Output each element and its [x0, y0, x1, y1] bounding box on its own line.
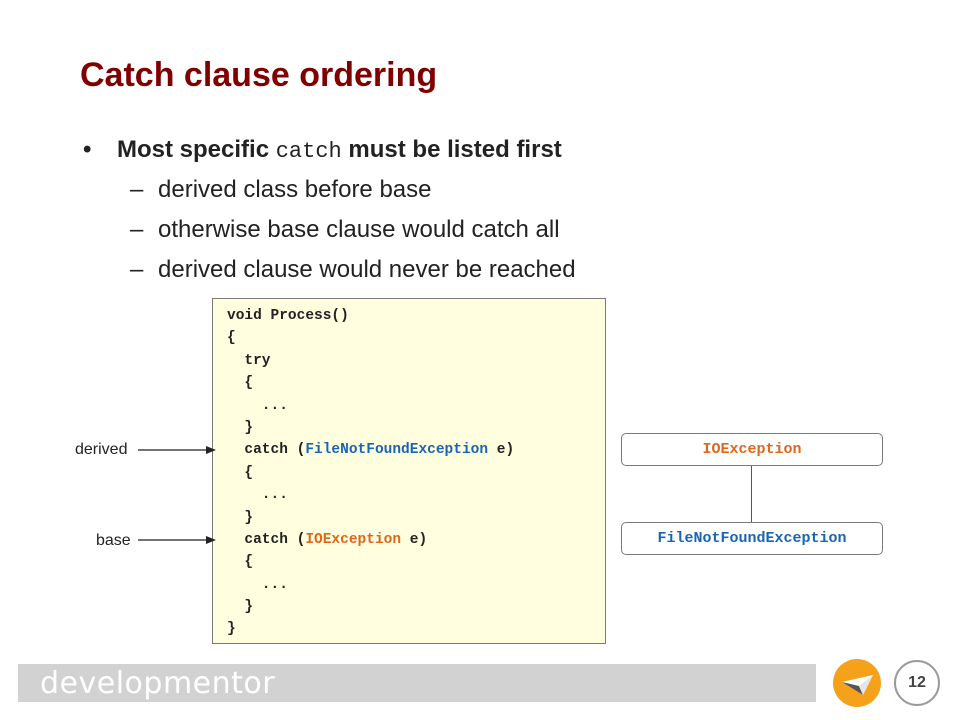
code-token: ...: [227, 397, 288, 414]
code-token: try: [227, 352, 271, 369]
code-lines: void Process(){ try { ... } catch (FileN…: [227, 305, 514, 641]
code-line: catch (IOException e): [227, 529, 514, 551]
sub-bullet-marker: –: [130, 256, 144, 283]
ioexception-box: IOException: [621, 433, 883, 466]
inheritance-line: [751, 466, 752, 522]
main-bullet-text: Most specific catch must be listed first: [117, 136, 562, 164]
code-line: }: [227, 618, 514, 640]
code-line: ...: [227, 395, 514, 417]
code-token: void Process(): [227, 308, 349, 324]
code-line: {: [227, 372, 514, 394]
bullet-text-before: Most specific: [117, 136, 276, 163]
code-token: e): [401, 531, 428, 548]
code-token: {: [227, 554, 254, 571]
code-token: {: [227, 464, 254, 481]
base-arrow-icon: [138, 536, 216, 544]
bullet-marker: •: [83, 136, 92, 163]
code-token: catch (: [227, 442, 306, 459]
code-token: }: [227, 419, 254, 436]
sub-bullet-marker: –: [130, 176, 144, 203]
sub-bullet-text: derived class before base: [158, 176, 432, 203]
footer-bar: developmentor: [18, 664, 816, 702]
paper-plane-glyph: [842, 675, 873, 695]
base-label: base: [96, 532, 131, 549]
code-line: }: [227, 596, 514, 618]
code-token: ...: [227, 487, 288, 504]
bullet-text-after: must be listed first: [341, 136, 562, 163]
filenotfoundexception-box: FileNotFoundException: [621, 522, 883, 555]
code-line: ...: [227, 484, 514, 506]
sub-bullet-text: otherwise base clause would catch all: [158, 216, 560, 243]
code-line: {: [227, 551, 514, 573]
code-line: {: [227, 327, 514, 349]
sub-bullet-marker: –: [130, 216, 144, 243]
sub-bullet: –derived clause would never be reached: [130, 256, 576, 284]
code-line: void Process(): [227, 305, 514, 327]
code-line: catch (FileNotFoundException e): [227, 439, 514, 461]
code-token: IOException: [305, 531, 402, 548]
paper-plane-icon: [833, 659, 881, 707]
code-line: {: [227, 462, 514, 484]
code-block: void Process(){ try { ... } catch (FileN…: [212, 298, 606, 644]
code-token: {: [227, 330, 236, 347]
code-token: {: [227, 375, 254, 392]
code-line: ...: [227, 574, 514, 596]
code-line: try: [227, 350, 514, 372]
code-line: }: [227, 417, 514, 439]
code-token: }: [227, 599, 254, 616]
code-line: }: [227, 507, 514, 529]
code-token: catch (: [227, 531, 306, 548]
brand-wordmark: developmentor: [40, 666, 276, 701]
sub-bullet: –derived class before base: [130, 176, 432, 204]
bullet-code-keyword: catch: [275, 139, 342, 164]
slide-title: Catch clause ordering: [80, 56, 438, 94]
page-number: 12: [894, 660, 940, 706]
sub-bullet: –otherwise base clause would catch all: [130, 216, 560, 244]
code-token: }: [227, 621, 236, 638]
code-token: }: [227, 509, 254, 526]
code-token: FileNotFoundException: [305, 442, 489, 459]
code-token: e): [488, 442, 515, 459]
sub-bullet-text: derived clause would never be reached: [158, 256, 576, 283]
code-token: ...: [227, 576, 288, 593]
derived-arrow-icon: [138, 446, 216, 454]
derived-label: derived: [75, 441, 128, 458]
